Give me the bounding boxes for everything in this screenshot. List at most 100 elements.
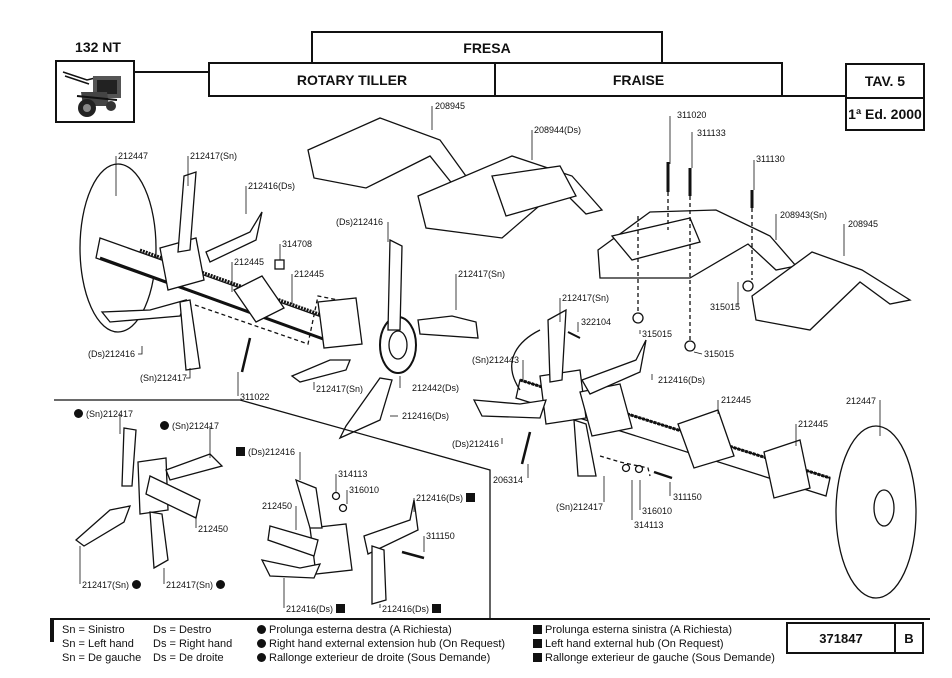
- tine-center-3: [290, 359, 351, 383]
- legend-sn-fr: Sn = De gauche: [62, 652, 142, 664]
- legend-sn-it: Sn = Sinistro: [62, 624, 125, 636]
- inset-right-hub: [267, 525, 319, 557]
- square-marker-icon: [465, 493, 475, 502]
- part-label: 212445: [234, 257, 265, 267]
- dashed-bracket: [194, 295, 339, 345]
- inset-boundary: [54, 399, 491, 618]
- inset-right-label: 212416(Ds): [416, 493, 478, 503]
- square-marker-icon: [236, 447, 245, 456]
- part-label: (Ds)212416: [452, 439, 500, 449]
- drawing-code: 371847: [819, 630, 863, 646]
- part-label: 212416(Ds): [402, 411, 450, 421]
- label-text: (Sn)212417: [86, 409, 134, 419]
- part-label: 311020: [677, 110, 707, 120]
- title-en-text: ROTARY TILLER: [296, 71, 408, 88]
- legend-dot-it: Prolunga esterna destra (A Richiesta): [257, 624, 452, 637]
- tine-right-4: [573, 419, 597, 477]
- dot-marker-icon: [257, 625, 266, 634]
- part-label: 208944(Ds): [534, 125, 582, 135]
- part-label: 208945: [848, 219, 879, 229]
- part-label: 212445: [721, 395, 752, 405]
- tine-right-1: [547, 308, 567, 383]
- part-label: 311133: [697, 128, 726, 138]
- header-connector-line: [135, 71, 210, 73]
- inset-left-label: 212417(Sn): [166, 580, 228, 590]
- right-flange-1: [539, 369, 587, 425]
- square-marker-icon: [431, 604, 441, 613]
- legend-ds-en: Ds = Right hand: [153, 638, 233, 650]
- part-label: 212417(Sn): [562, 293, 610, 303]
- header-rule: [780, 95, 845, 97]
- cover-208943: [597, 209, 798, 279]
- tine-right-2: [581, 339, 647, 395]
- part-label: 322104: [581, 317, 612, 327]
- legend-dot-en: Right hand external extension hub (On Re…: [257, 638, 505, 651]
- tine-left-1: [177, 171, 197, 253]
- title-it-text: FRESA: [463, 40, 511, 56]
- table-number: TAV. 5: [864, 73, 906, 89]
- legend-sn-en: Sn = Left hand: [62, 638, 134, 650]
- rotary-tiller-machine-icon: [62, 71, 121, 117]
- dot-marker-icon: [131, 580, 141, 589]
- inset-right-label: 311150: [426, 531, 455, 541]
- revision-box: B: [894, 622, 924, 654]
- legend-sq-en: Left hand external hub (On Request): [533, 638, 724, 651]
- inset-left-label: 212417(Sn): [82, 580, 144, 590]
- part-label: 208945: [435, 101, 466, 111]
- part-label: 212445: [294, 269, 325, 279]
- part-label: 315015: [710, 302, 741, 312]
- part-label: 212417(Sn): [458, 269, 506, 279]
- legend-sq-it: Prolunga esterna sinistra (A Richiesta): [533, 624, 732, 637]
- model-label: 132 NT: [75, 39, 121, 55]
- part-label: 212416(Ds): [248, 181, 296, 191]
- part-label: 311150: [673, 492, 702, 502]
- label-text: 212416(Ds): [382, 604, 430, 614]
- table-number-box: TAV. 5: [845, 63, 925, 99]
- square-marker-icon: [533, 639, 542, 648]
- part-label: 212442(Ds): [412, 383, 460, 393]
- part-label: (Sn)212443: [472, 355, 520, 365]
- part-label: 314113: [634, 520, 664, 530]
- dot-marker-icon: [257, 639, 266, 648]
- part-label: 212447: [846, 396, 877, 406]
- part-label: 212445: [798, 419, 829, 429]
- part-label: 311022: [240, 392, 270, 402]
- square-marker-icon: [335, 604, 345, 613]
- part-label: (Ds)212416: [336, 217, 384, 227]
- footer-rule: [50, 618, 930, 620]
- tine-right-3: [472, 399, 547, 419]
- label-text: (Sn)212417: [172, 421, 220, 431]
- tine-center-1: [387, 238, 403, 331]
- label-text: (Ds)212416: [248, 447, 296, 457]
- tine-center-2: [417, 315, 479, 339]
- part-label: 212417(Sn): [316, 384, 364, 394]
- right-flange-2: [579, 383, 633, 437]
- legend-text: Prolunga esterna destra (A Richiesta): [269, 624, 452, 636]
- title-fr-text: FRAISE: [612, 71, 665, 88]
- machine-thumbnail: [55, 60, 135, 123]
- legend-text: Prolunga esterna sinistra (A Richiesta): [545, 624, 733, 636]
- part-label: 212416(Ds): [658, 375, 706, 385]
- center-flange: [317, 297, 363, 349]
- legend-text: Rallonge exterieur de droite (Sous Deman…: [269, 652, 491, 664]
- tine-left-4: [179, 299, 201, 371]
- part-label: 315015: [642, 329, 673, 339]
- right-flange-4: [763, 439, 811, 499]
- part-label: (Ds)212416: [88, 349, 136, 359]
- inset-right-label: 212416(Ds): [286, 604, 348, 614]
- inset-left-label: (Sn)212417: [160, 421, 219, 431]
- inset-left-label: (Sn)212417: [74, 409, 133, 419]
- tine-center-4: [338, 377, 393, 440]
- legend-ds-it: Ds = Destro: [153, 624, 212, 636]
- legend-text: Rallonge exterieur de gauche (Sous Deman…: [545, 652, 775, 664]
- right-flange-3: [677, 409, 735, 469]
- part-label: 316010: [642, 506, 673, 516]
- legend-dot-fr: Rallonge exterieur de droite (Sous Deman…: [257, 652, 490, 665]
- legend-ds-fr: Ds = De droite: [153, 652, 224, 664]
- part-label: 212447: [118, 151, 149, 161]
- edition-box: 1ª Ed. 2000: [845, 97, 925, 131]
- label-text: 212416(Ds): [416, 493, 464, 503]
- inset-right-label: 314113: [338, 469, 368, 479]
- title-french: FRAISE: [494, 62, 783, 97]
- part-label: 315015: [704, 349, 735, 359]
